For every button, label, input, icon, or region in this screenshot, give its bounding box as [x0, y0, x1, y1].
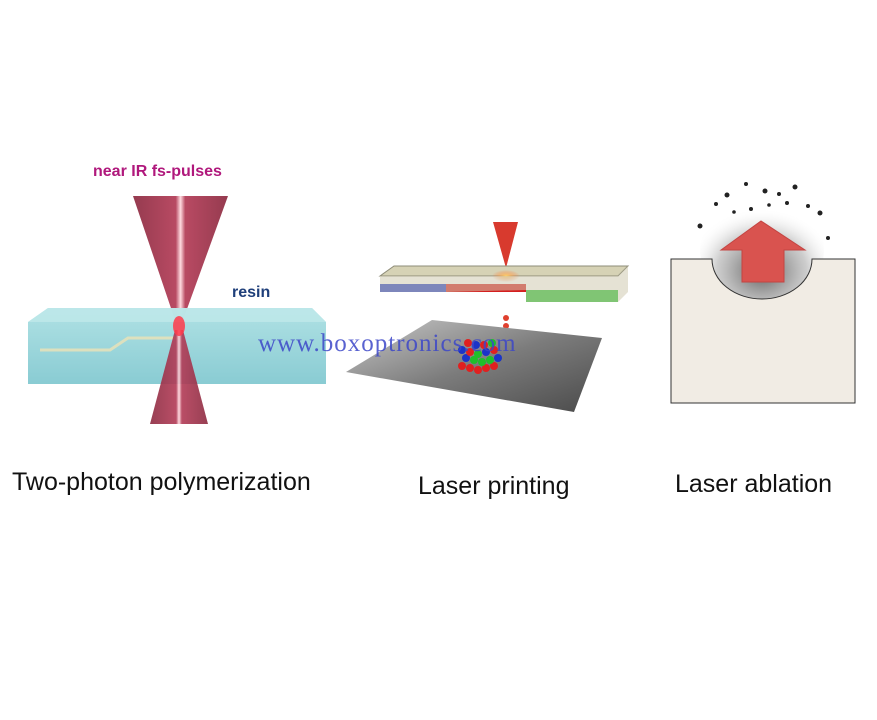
resin-slab-top [28, 308, 326, 322]
ejected-droplet [503, 315, 509, 321]
donor-ribbon-side [380, 266, 628, 302]
caption-laser-ablation: Laser ablation [675, 470, 833, 498]
laser-ablation-diagram [670, 182, 856, 404]
ablation-arrow [719, 220, 807, 283]
focal-spot [173, 316, 185, 336]
caption-laser-printing: Laser printing [418, 472, 570, 500]
printing-laser-cone [493, 222, 518, 268]
printed-voxel-stack [458, 339, 502, 374]
laser-printing-diagram [346, 222, 630, 412]
two-photon-diagram [28, 196, 326, 424]
watermark-text: www.boxoptronics.com [258, 330, 517, 357]
beam-label: near IR fs-pulses [93, 163, 222, 180]
laser-beam-lower [150, 330, 208, 424]
target-block [670, 258, 856, 404]
laser-beam-upper [133, 196, 228, 320]
ejected-droplet [503, 323, 509, 329]
receiver-substrate [346, 320, 602, 412]
caption-two-photon: Two-photon polymerization [12, 468, 311, 496]
resin-label: resin [232, 284, 271, 301]
polymerized-line [40, 336, 178, 352]
ablation-debris [697, 182, 830, 240]
